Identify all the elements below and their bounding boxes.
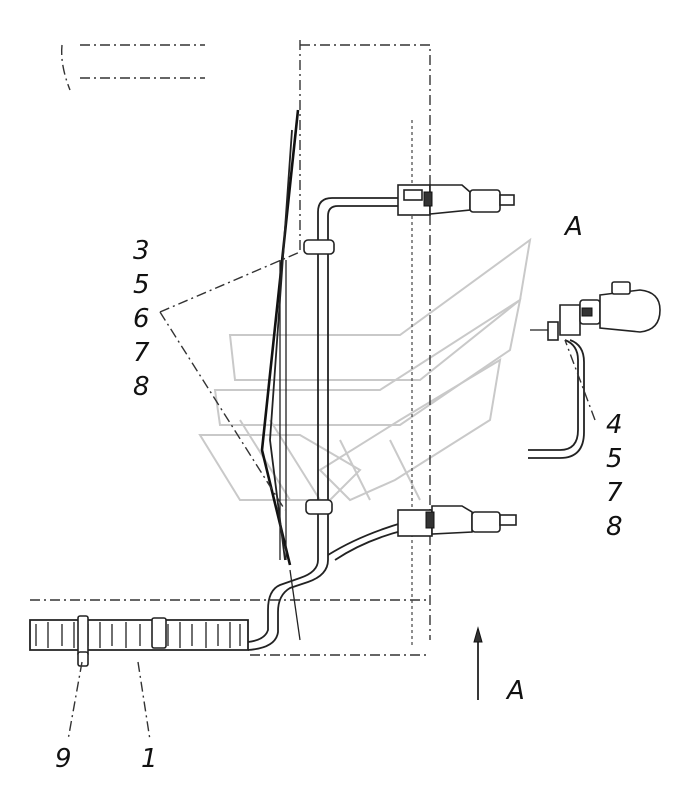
callout-label-9: 9 bbox=[55, 744, 72, 774]
callout-label: 7 bbox=[606, 478, 623, 508]
callout-label: 6 bbox=[133, 304, 150, 334]
upper-coupling-head bbox=[397, 184, 515, 216]
callout-label: 8 bbox=[606, 512, 623, 542]
view-arrow bbox=[473, 626, 483, 700]
leader-lines bbox=[67, 251, 596, 741]
view-label-a-bottom: A bbox=[507, 676, 525, 706]
connector-block bbox=[29, 615, 249, 667]
callout-label: 7 bbox=[133, 338, 150, 368]
cab-outline bbox=[30, 40, 431, 656]
callout-label: 5 bbox=[133, 270, 150, 300]
routing-lines bbox=[260, 109, 301, 641]
view-label-a-top: A bbox=[565, 212, 583, 242]
detail-a-coupling bbox=[528, 281, 661, 459]
watermark-emblem bbox=[198, 237, 532, 502]
callout-label-1: 1 bbox=[141, 744, 158, 774]
callout-label: 3 bbox=[133, 236, 150, 266]
callout-label: 4 bbox=[606, 410, 623, 440]
callout-label: 5 bbox=[606, 444, 623, 474]
lower-coupling-head bbox=[397, 505, 517, 537]
pipe-assembly bbox=[247, 197, 406, 651]
callout-label: 8 bbox=[133, 372, 150, 402]
